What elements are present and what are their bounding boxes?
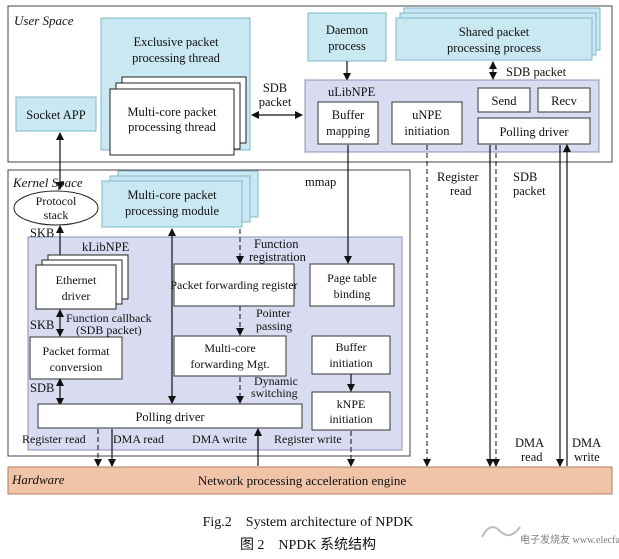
protocol-stack-ellipse: Protocol stack <box>13 190 99 226</box>
svg-text:driver: driver <box>62 289 91 303</box>
svg-text:电子发烧友 www.elecfans.com: 电子发烧友 www.elecfans.com <box>520 533 619 546</box>
svg-text:Shared packet: Shared packet <box>459 25 530 39</box>
elecfans-watermark: 电子发烧友 www.elecfans.com <box>481 526 619 546</box>
sdb-label: SDB <box>30 381 54 395</box>
svg-text:Daemon: Daemon <box>326 23 369 37</box>
svg-text:kNPE: kNPE <box>337 397 366 411</box>
figure-caption-cn: 图 2 NPDK 系统结构 <box>240 537 376 553</box>
kernel-register-write-label: Register write <box>274 432 342 446</box>
packet-forwarding-register-box: Packet forwarding register <box>170 263 298 307</box>
kernel-register-read-label: Register read <box>22 432 86 446</box>
right-dma-write-label-2: write <box>574 450 600 464</box>
function-callback-label-2: (SDB packet) <box>76 323 142 337</box>
svg-text:uNPE: uNPE <box>412 108 442 122</box>
sdb-packet-left-label: SDB <box>263 81 287 95</box>
right-sdb-packet-label: SDB <box>513 170 537 184</box>
right-sdb-packet-label-2: packet <box>513 184 546 198</box>
figure-caption-en: Fig.2 System architecture of NPDK <box>203 515 414 530</box>
user-polling-driver-box: Polling driver <box>477 117 591 145</box>
svg-text:Ethernet: Ethernet <box>56 273 97 287</box>
svg-text:processing thread: processing thread <box>128 120 217 134</box>
pointer-passing-label-2: passing <box>256 319 292 333</box>
right-register-read-label-2: read <box>450 184 472 198</box>
svg-text:Polling driver: Polling driver <box>135 410 205 424</box>
svg-text:processing process: processing process <box>447 41 541 55</box>
function-registration-label: Function <box>254 237 299 251</box>
svg-text:initiation: initiation <box>329 356 372 370</box>
ulibnpe-label: uLibNPE <box>328 85 376 99</box>
kernel-polling-driver-box: Polling driver <box>37 403 303 429</box>
dynamic-switching-label: Dynamic <box>254 374 298 388</box>
ethernet-driver-box: Ethernet driver <box>35 254 129 310</box>
svg-text:mapping: mapping <box>326 124 370 138</box>
function-callback-label: Function callback <box>66 311 152 325</box>
svg-text:stack: stack <box>44 208 69 222</box>
dynamic-switching-label-2: switching <box>251 386 298 400</box>
svg-text:Socket APP: Socket APP <box>26 108 85 122</box>
daemon-process-box: Daemon process <box>307 12 387 62</box>
user-space-label: User Space <box>14 13 74 28</box>
svg-text:initiation: initiation <box>329 412 372 426</box>
socket-app-box: Socket APP <box>15 96 97 132</box>
recv-box: Recv <box>537 87 591 113</box>
pointer-passing-label: Pointer <box>256 306 291 320</box>
kernel-dma-write-label: DMA write <box>192 432 247 446</box>
sdb-packet-top-label: SDB packet <box>506 65 567 79</box>
svg-text:Protocol: Protocol <box>36 194 77 208</box>
svg-text:Buffer: Buffer <box>335 340 366 354</box>
right-dma-read-label: DMA <box>515 436 544 450</box>
svg-text:forwarding Mgt.: forwarding Mgt. <box>190 357 269 371</box>
svg-text:Send: Send <box>492 94 518 108</box>
svg-text:initiation: initiation <box>404 124 450 138</box>
packet-format-conversion-box: Packet format conversion <box>29 336 123 380</box>
network-engine-label: Network processing acceleration engine <box>198 473 407 488</box>
svg-text:binding: binding <box>334 287 371 301</box>
multicore-processing-module: Multi-core packet processing module <box>101 170 259 228</box>
svg-text:Exclusive packet: Exclusive packet <box>133 35 219 49</box>
skb-top-label: SKB <box>30 226 54 240</box>
svg-text:conversion: conversion <box>50 360 103 374</box>
svg-text:Multi-core: Multi-core <box>204 341 255 355</box>
shared-packet-process: Shared packet processing process <box>395 7 601 61</box>
right-dma-write-label: DMA <box>572 436 601 450</box>
multicore-forwarding-mgt-box: Multi-core forwarding Mgt. <box>173 335 287 377</box>
kernel-space-label: Kernel Space <box>12 175 83 190</box>
right-dma-read-label-2: read <box>521 450 543 464</box>
page-table-binding-box: Page table binding <box>309 263 395 307</box>
send-box: Send <box>477 87 531 113</box>
svg-text:process: process <box>328 39 366 53</box>
multicore-packet-thread: Multi-core packet processing thread <box>109 76 247 156</box>
knpe-initiation-box: kNPE initiation <box>311 391 391 431</box>
svg-text:Packet format: Packet format <box>43 344 111 358</box>
unpe-initiation-box: uNPE initiation <box>391 101 463 145</box>
hardware-label: Hardware <box>11 472 65 487</box>
svg-text:Polling driver: Polling driver <box>499 125 569 139</box>
right-register-read-label: Register <box>437 170 479 184</box>
kernel-dma-read-label: DMA read <box>113 432 164 446</box>
svg-text:processing thread: processing thread <box>132 51 221 65</box>
svg-text:Multi-core packet: Multi-core packet <box>127 105 217 119</box>
sdb-packet-left-label-2: packet <box>259 95 292 109</box>
buffer-initiation-box: Buffer initiation <box>311 335 391 375</box>
svg-text:Packet forwarding register: Packet forwarding register <box>170 278 297 292</box>
svg-text:Buffer: Buffer <box>332 108 365 122</box>
function-registration-label-2: registration <box>249 250 307 264</box>
svg-text:processing module: processing module <box>125 204 220 218</box>
buffer-mapping-box: Buffer mapping <box>317 101 379 145</box>
svg-text:Page table: Page table <box>327 271 377 285</box>
svg-text:Multi-core packet: Multi-core packet <box>127 188 217 202</box>
skb-mid-label: SKB <box>30 318 54 332</box>
svg-text:Recv: Recv <box>551 94 577 108</box>
hardware-region <box>7 466 613 495</box>
klibnpe-label: kLibNPE <box>82 240 130 254</box>
mmap-label: mmap <box>305 175 336 189</box>
